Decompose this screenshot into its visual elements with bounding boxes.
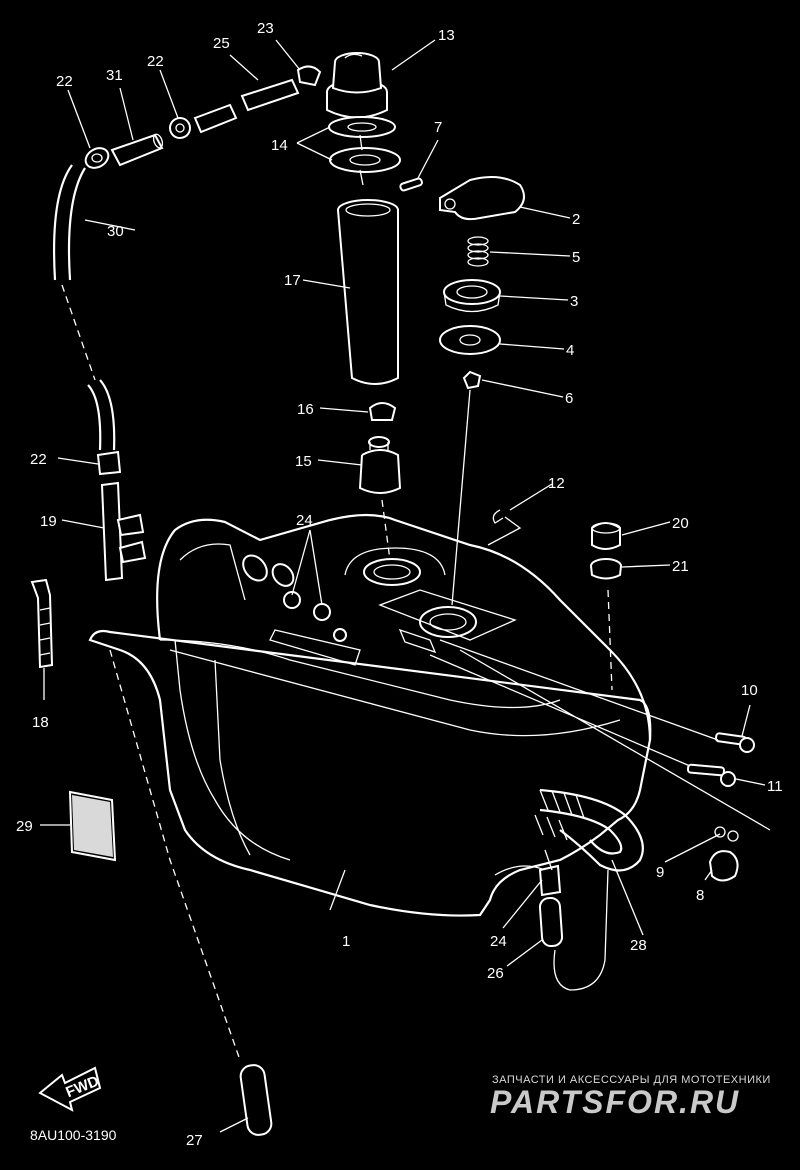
watermark-brand: PARTSFOR.RU — [490, 1084, 740, 1120]
callout-16: 16 — [297, 401, 314, 418]
part-17-filler-tube — [337, 199, 399, 385]
callout-15: 15 — [295, 453, 312, 470]
callout-29: 29 — [16, 818, 33, 835]
callout-28: 28 — [630, 937, 647, 954]
part-8-damper — [708, 850, 739, 882]
leader-filter-to-tank — [381, 499, 391, 561]
callout-26: 26 — [487, 965, 504, 982]
callout-30: 30 — [107, 223, 124, 240]
callout-18: 18 — [32, 714, 49, 731]
part-22-clamp-low — [96, 450, 122, 476]
tank-drain-outline — [553, 869, 609, 991]
callout-7: 7 — [434, 119, 442, 136]
drawing-code: 8AU100-3190 — [30, 1127, 117, 1143]
callout-1: 1 — [342, 933, 350, 950]
part-14-gaskets — [328, 116, 401, 186]
part-11-bolt — [686, 763, 736, 787]
callout-11: 11 — [767, 778, 783, 795]
callout-leaders — [40, 39, 766, 1133]
fuel-tank-body — [88, 513, 652, 917]
tank-fittings — [242, 554, 361, 666]
part-5-spring — [467, 236, 489, 267]
part-27-hose — [239, 1064, 273, 1136]
part-24-lower-clamp — [538, 849, 562, 897]
callout-25: 25 — [213, 35, 230, 52]
callout-9: 9 — [656, 864, 664, 881]
callout-23: 23 — [257, 20, 274, 37]
callout-2: 2 — [572, 211, 580, 228]
callout-22-low: 22 — [30, 451, 47, 468]
part-23-clamp — [296, 65, 322, 87]
callout-6: 6 — [565, 390, 573, 407]
part-10-bolt — [714, 732, 755, 753]
part-2-cap-lever — [439, 175, 525, 221]
part-16-clip — [368, 402, 397, 421]
callout-31: 31 — [106, 67, 123, 84]
leader-cap-axis — [451, 389, 471, 606]
callout-24-low: 24 — [490, 933, 507, 950]
callout-4: 4 — [566, 342, 574, 359]
part-15-fuel-filter — [358, 436, 402, 494]
callout-13: 13 — [438, 27, 455, 44]
leader-grommet-to-tank — [607, 589, 613, 691]
part-25-hose — [193, 78, 300, 134]
part-22-clamp-top — [84, 147, 110, 169]
callout-22-mid: 22 — [147, 53, 164, 70]
watermark: ЗАПЧАСТИ И АКСЕССУАРЫ ДЛЯ МОТОТЕХНИКИ PA… — [490, 1074, 771, 1120]
callout-20: 20 — [672, 515, 689, 532]
callout-5: 5 — [572, 249, 580, 266]
callout-24-top: 24 — [296, 512, 313, 529]
leader-drain-hose — [109, 649, 241, 1061]
callout-labels: 13 23 25 22 22 31 14 7 2 5 3 4 6 30 17 1… — [16, 20, 783, 1149]
part-4-washer — [439, 325, 501, 355]
callout-12: 12 — [548, 475, 565, 492]
callout-14: 14 — [271, 137, 288, 154]
part-3-seat — [443, 279, 501, 313]
callout-10: 10 — [741, 682, 758, 699]
part-6-nut — [462, 370, 482, 390]
watermark-caption: ЗАПЧАСТИ И АКСЕССУАРЫ ДЛЯ МОТОТЕХНИКИ — [492, 1074, 771, 1086]
callout-22-top: 22 — [56, 73, 73, 90]
part-18-tie-strap — [30, 578, 54, 669]
part-22-clamp-mid — [169, 117, 191, 139]
leader-bolt-axes — [429, 639, 771, 831]
part-12-clip — [487, 509, 522, 546]
part-21-collar — [590, 558, 622, 580]
part-30-hose — [52, 164, 116, 451]
part-13-filler-cap — [326, 52, 388, 119]
part-19-t-joint — [100, 481, 147, 582]
part-29-pad — [68, 790, 117, 862]
callout-17: 17 — [284, 272, 301, 289]
callout-3: 3 — [570, 293, 578, 310]
part-7-pin — [399, 177, 423, 192]
part-28-hose — [534, 788, 644, 872]
part-20-grommet — [591, 522, 621, 550]
part-9-washers — [714, 826, 739, 842]
callout-27: 27 — [186, 1132, 203, 1149]
callout-19: 19 — [40, 513, 57, 530]
part-31-joint — [110, 133, 164, 167]
callout-8: 8 — [696, 887, 704, 904]
part-26-hose — [538, 896, 564, 948]
fwd-arrow-icon: FWD — [38, 1066, 102, 1112]
tank-filler-opening — [363, 558, 517, 654]
callout-21: 21 — [672, 558, 689, 575]
